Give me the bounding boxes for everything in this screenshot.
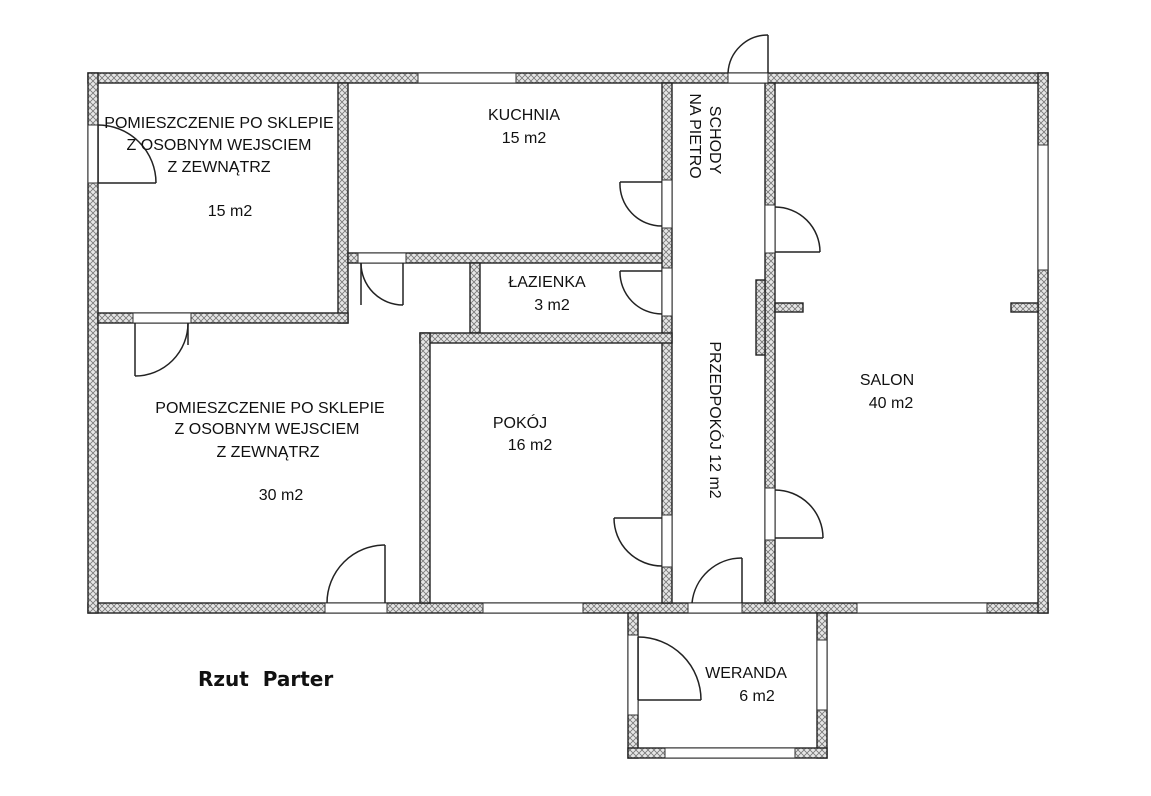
salon-name: SALON — [860, 372, 914, 389]
window-veranda-right — [816, 639, 828, 711]
door-salon-lower — [774, 489, 824, 539]
kitchen-name: KUCHNIA — [488, 107, 560, 124]
outer-wall-left — [87, 72, 99, 614]
window-top-entry — [727, 72, 769, 84]
window-veranda-bottom — [664, 747, 796, 759]
door-opening-kitchen — [357, 252, 407, 264]
door-opening-kitchen-right — [661, 179, 673, 229]
shop-lower-area: 30 m2 — [259, 487, 304, 504]
bathroom-name: ŁAZIENKA — [508, 274, 586, 291]
door-opening-shop-divider — [132, 312, 192, 324]
door-hall-bottom — [691, 557, 743, 604]
veranda-area: 6 m2 — [739, 688, 775, 705]
hallway-label: PRZEDPOKÓJ 12 m2 — [706, 341, 725, 498]
door-lower-shop-top — [134, 322, 189, 377]
door-pokoj — [613, 517, 663, 567]
bathroom-area: 3 m2 — [534, 297, 570, 314]
pokoj-area: 16 m2 — [508, 437, 553, 454]
door-hall-kitchen — [360, 262, 404, 306]
door-opening-pokoj — [661, 514, 673, 568]
doors — [97, 34, 824, 701]
wall-bathroom-left — [469, 262, 481, 334]
door-opening-upper-shop-left — [87, 124, 99, 184]
wall-shop-divider — [97, 312, 349, 324]
door-lower-shop-bottom — [326, 544, 386, 604]
door-veranda — [637, 636, 702, 701]
shop-upper-line1: POMIESZCZENIE PO SKLEPIE — [104, 115, 333, 132]
windows — [87, 72, 1049, 759]
salon-area: 40 m2 — [869, 395, 914, 412]
door-bathroom — [619, 270, 663, 315]
pokoj-name: POKÓJ — [493, 413, 547, 432]
stairs-line1: SCHODY — [706, 106, 723, 175]
door-opening-bathroom — [661, 267, 673, 317]
stairs-line2: NA PIETRO — [686, 93, 703, 178]
window-bottom-pokoj — [482, 602, 584, 614]
door-entry-top — [727, 34, 769, 74]
stair-post — [755, 279, 766, 356]
wall-bathroom-bottom — [419, 332, 673, 344]
window-veranda-left — [627, 634, 639, 716]
window-bottom-hall — [687, 602, 743, 614]
shop-upper-line3: Z ZEWNĄTRZ — [167, 159, 270, 176]
shop-lower-line1: POMIESZCZENIE PO SKLEPIE — [155, 400, 384, 417]
veranda-name: WERANDA — [705, 665, 787, 682]
wall-stub-salon-right — [1010, 302, 1039, 313]
kitchen-area: 15 m2 — [502, 130, 547, 147]
shop-lower-line2: Z OSOBNYM WEJSCIEM — [175, 421, 360, 438]
wall-shop-upper-right — [337, 82, 349, 324]
plan-caption: Rzut Parter — [198, 667, 333, 691]
shop-lower-line3: Z ZEWNĄTRZ — [216, 444, 319, 461]
door-kitchen-right — [619, 181, 663, 227]
shop-upper-line2: Z OSOBNYM WEJSCIEM — [127, 137, 312, 154]
door-upper-shop — [97, 124, 157, 184]
door-opening-salon-2 — [764, 487, 776, 541]
wall-pokoj-left — [419, 332, 431, 604]
outer-wall-top — [87, 72, 1049, 84]
shop-upper-area: 15 m2 — [208, 203, 253, 220]
wall-stub-salon-left — [774, 302, 804, 313]
window-top-middle — [417, 72, 517, 84]
outer-wall-right — [1037, 72, 1049, 614]
door-opening-salon-1 — [764, 204, 776, 254]
window-bottom-salon — [856, 602, 988, 614]
labels: POMIESZCZENIE PO SKLEPIE Z OSOBNYM WEJSC… — [104, 93, 914, 705]
window-bottom-shop — [324, 602, 388, 614]
window-salon-right — [1037, 144, 1049, 271]
door-salon-upper — [774, 206, 821, 253]
